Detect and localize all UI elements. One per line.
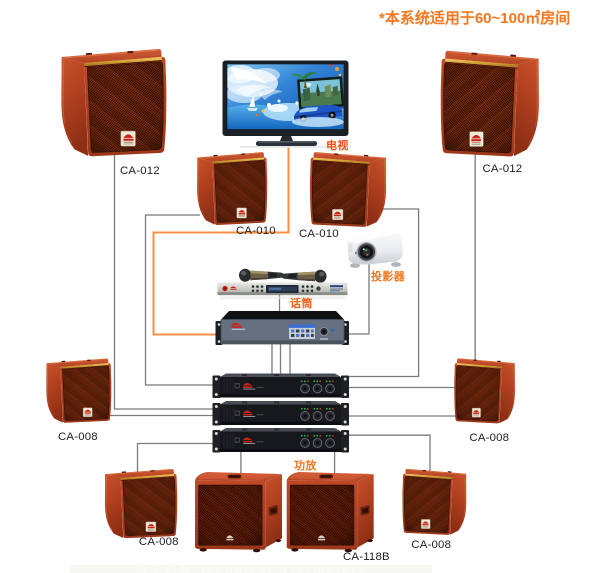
speaker-ca008-bottom-left (104, 468, 178, 539)
microphone-receiver (217, 268, 348, 300)
wire-ca012-left (113, 150, 216, 410)
wire-ca008-bottomleft (136, 442, 216, 472)
speaker-ca010-left (196, 151, 268, 226)
tv (222, 60, 349, 148)
label-ca010-left: CA-010 (236, 224, 276, 237)
label-ca008-bottom-right: CA-008 (411, 538, 452, 551)
label-ca010-right: CA-010 (299, 227, 339, 240)
tv-base-shadow (240, 146, 335, 148)
subwoofer-ca118b-left (194, 471, 283, 553)
label-ca008-mid-right: CA-008 (469, 431, 510, 444)
label-projector: 投影器 (371, 270, 406, 283)
speaker-ca008-bottom-right (402, 468, 467, 536)
label-ca118b: CA-118B (343, 551, 390, 564)
footer-heading: 技术参数 Technical Parameters (70, 565, 432, 573)
speaker-ca008-mid-left (45, 358, 112, 424)
label-ca008-mid-left: CA-008 (58, 430, 98, 443)
speaker-ca010-right (309, 151, 387, 228)
label-microphone: 话筒 (290, 298, 313, 310)
subwoofer-ca118b-right (286, 471, 375, 553)
speaker-ca012-top-left (60, 48, 167, 157)
amplifier-1 (213, 374, 350, 399)
projector (347, 231, 403, 268)
label-tv: 电视 (326, 139, 349, 152)
speaker-ca012-top-right (440, 50, 540, 158)
wire-ca008-bottomright (346, 434, 431, 471)
label-amplifier: 功放 (294, 460, 317, 472)
wire-ca010-left (144, 214, 216, 386)
label-ca008-bottom-left: CA-008 (138, 535, 179, 548)
label-ca012-top-right: CA-012 (482, 163, 523, 175)
wire-ca010-right (346, 208, 420, 378)
label-ca012-top-left: CA-012 (120, 165, 160, 177)
amplifier-3 (213, 428, 350, 453)
wire-tv-orange (152, 145, 290, 336)
wire-projector (346, 263, 370, 335)
audio-processor (215, 311, 349, 345)
amplifier-2 (213, 401, 350, 426)
speaker-ca008-mid-right (453, 357, 516, 424)
tv-stand (280, 136, 293, 141)
room-size-note: *本系统适用于60~100㎡房间 (379, 10, 571, 27)
